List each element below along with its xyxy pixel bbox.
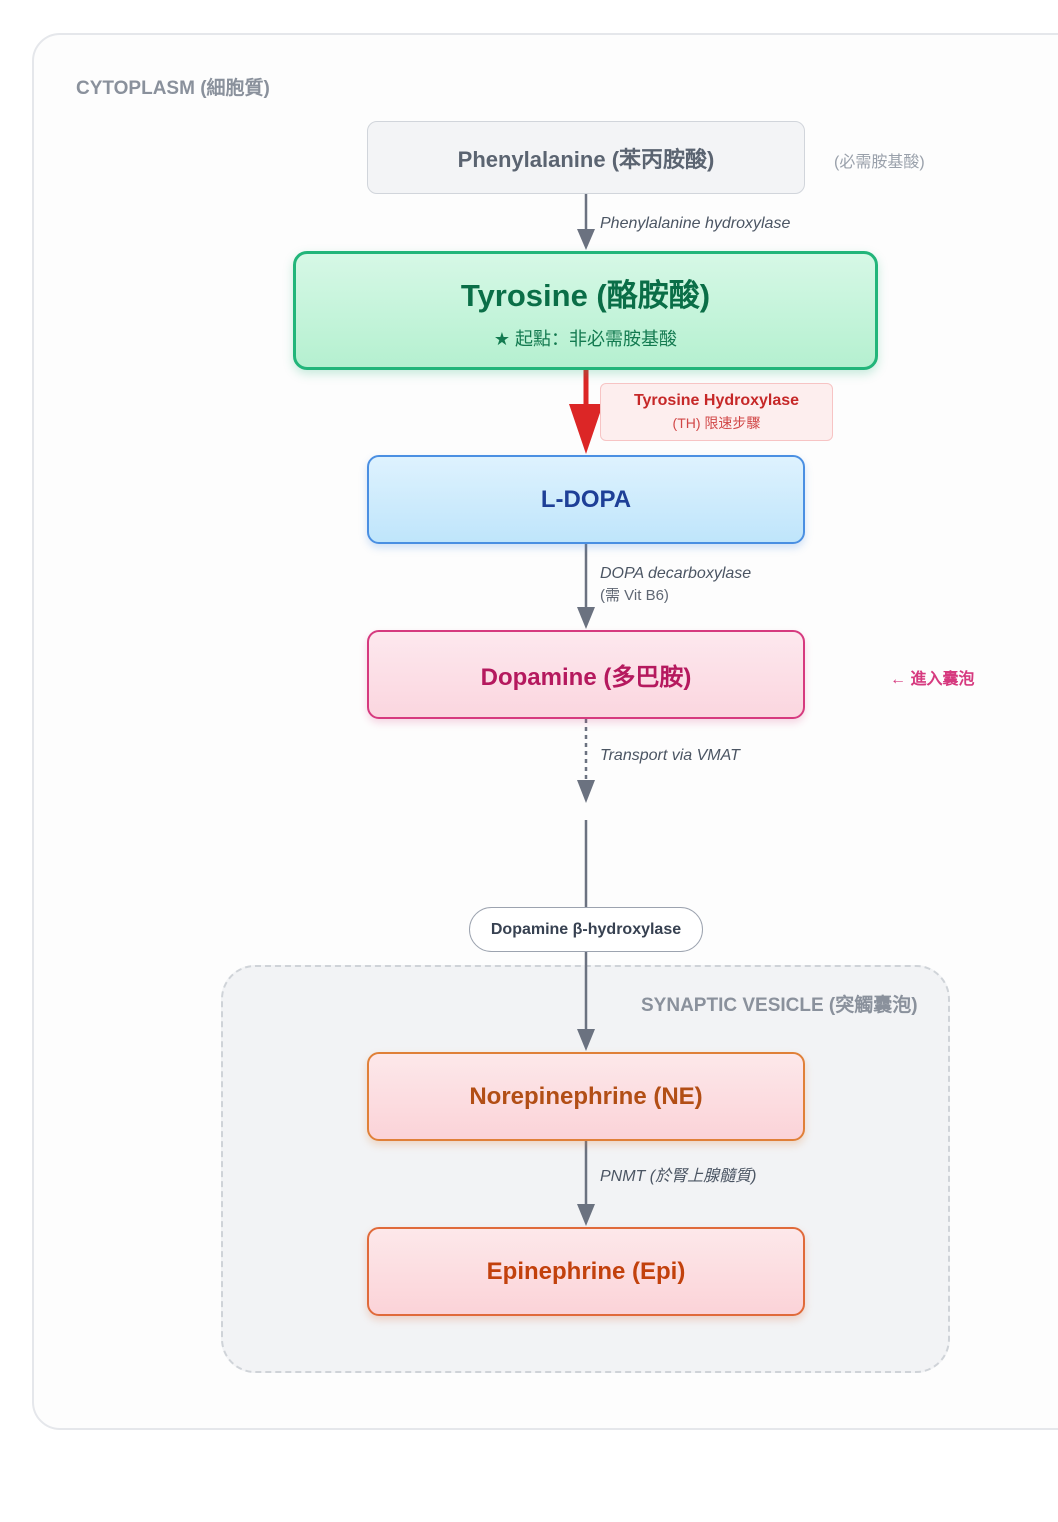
ldopa-title: L-DOPA bbox=[540, 485, 632, 513]
tyrosine-hydroxylase-note: (TH) 限速步驟 bbox=[672, 414, 761, 431]
dopamine-node: Dopamine (多巴胺) bbox=[367, 630, 805, 719]
ldopa-node: L-DOPA bbox=[367, 455, 805, 544]
arrowhead-dopamine-to-ne bbox=[577, 1029, 595, 1051]
dopamine-beta-hydroxylase-pill: Dopamine β-hydroxylase bbox=[469, 907, 703, 952]
dopa-decarboxylase-name: DOPA decarboxylase bbox=[600, 565, 752, 582]
dopa-decarboxylase-note: (需 Vit B6) bbox=[600, 587, 669, 604]
norepinephrine-title: Norepinephrine (NE) bbox=[469, 1082, 703, 1110]
tyrosine-title: Tyrosine (酪胺酸) bbox=[460, 278, 711, 313]
phenylalanine-note: (必需胺基酸) bbox=[834, 154, 925, 171]
norepinephrine-node: Norepinephrine (NE) bbox=[367, 1052, 805, 1141]
arrowhead-tyr-to-ldopa bbox=[569, 404, 603, 454]
arrowhead-ldopa-to-dopamine bbox=[577, 607, 595, 629]
arrowhead-phe-to-tyr bbox=[577, 229, 595, 250]
dopamine-note: ← 進入囊泡 bbox=[890, 671, 975, 688]
arrowhead-vmat-transport bbox=[577, 780, 595, 803]
phe-hydroxylase-label: Phenylalanine hydroxylase bbox=[600, 215, 791, 232]
dopa-decarboxylase-label: DOPA decarboxylase (需 Vit B6) bbox=[600, 563, 751, 607]
cytoplasm-label: CYTOPLASM (細胞質) bbox=[76, 78, 270, 99]
phenylalanine-title: Phenylalanine (苯丙胺酸) bbox=[457, 146, 715, 172]
tyrosine-hydroxylase-name: Tyrosine Hydroxylase bbox=[633, 391, 800, 409]
synaptic-vesicle-label: SYNAPTIC VESICLE (突觸囊泡) bbox=[641, 995, 918, 1016]
phenylalanine-node: Phenylalanine (苯丙胺酸) bbox=[367, 121, 805, 194]
epinephrine-title: Epinephrine (Epi) bbox=[486, 1257, 686, 1285]
tyrosine-node: Tyrosine (酪胺酸) ★ 起點：非必需胺基酸 bbox=[293, 251, 878, 370]
tyrosine-hydroxylase-box: Tyrosine Hydroxylase (TH) 限速步驟 bbox=[600, 383, 833, 441]
dopamine-title: Dopamine (多巴胺) bbox=[480, 664, 692, 691]
epinephrine-node: Epinephrine (Epi) bbox=[367, 1227, 805, 1316]
tyrosine-subtitle: ★ 起點：非必需胺基酸 bbox=[493, 329, 678, 349]
pnmt-label: PNMT (於腎上腺髓質) bbox=[600, 1168, 757, 1185]
vmat-transport-label: Transport via VMAT bbox=[600, 747, 740, 764]
arrowhead-ne-to-epi bbox=[577, 1204, 595, 1226]
